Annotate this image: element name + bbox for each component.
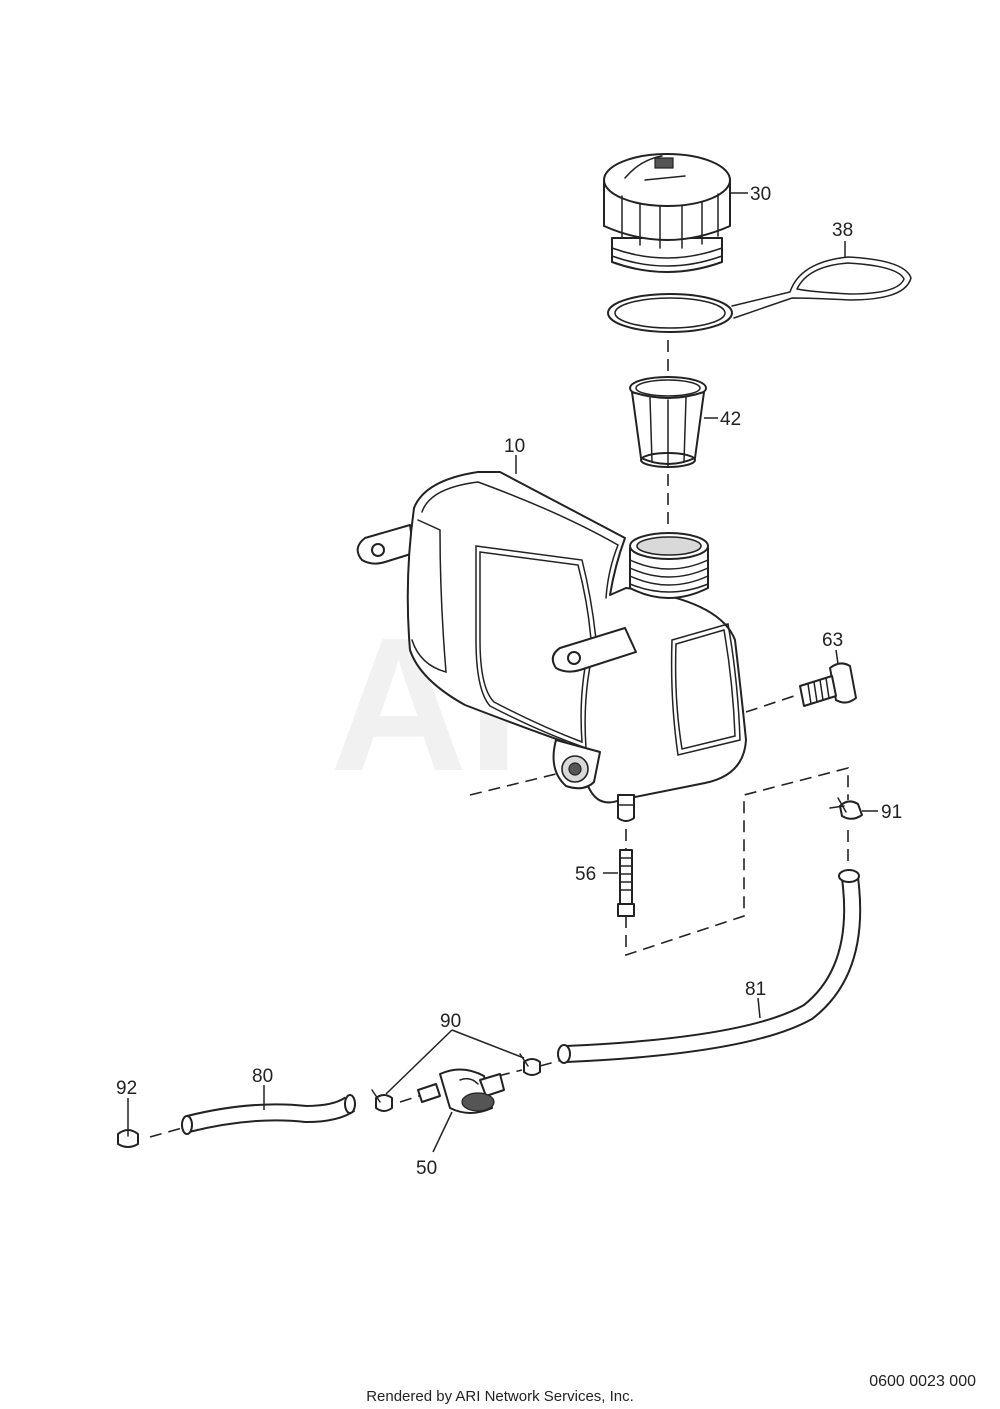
callout-81[interactable]: 81: [745, 979, 766, 1000]
tether-strap-part-38[interactable]: [607, 256, 912, 333]
filter-screen-part-42[interactable]: [629, 376, 707, 468]
callout-90[interactable]: 90: [440, 1011, 461, 1032]
fuel-hose-part-80[interactable]: [181, 1094, 356, 1135]
callout-56[interactable]: 56: [575, 864, 596, 885]
fuel-tank-part-10[interactable]: [356, 471, 747, 822]
clamps-part-90[interactable]: [371, 1053, 541, 1112]
callout-92[interactable]: 92: [116, 1078, 137, 1099]
fuel-cap-part-30[interactable]: [603, 153, 731, 273]
fuel-valve-part-50[interactable]: [417, 1068, 505, 1114]
callout-80[interactable]: 80: [252, 1066, 273, 1087]
callout-91[interactable]: 91: [881, 802, 902, 823]
callout-50[interactable]: 50: [416, 1158, 437, 1179]
assembly-lines: [149, 340, 849, 1138]
clamp-part-92[interactable]: [117, 1125, 139, 1148]
callout-30[interactable]: 30: [750, 184, 771, 205]
fitting-part-56[interactable]: [617, 849, 635, 917]
screw-part-63[interactable]: [799, 662, 857, 707]
callout-63[interactable]: 63: [822, 630, 843, 651]
callout-38[interactable]: 38: [832, 220, 853, 241]
drawing-number: 0600 0023 000: [869, 1373, 976, 1390]
leader-lines: [127, 192, 878, 1153]
callout-42[interactable]: 42: [720, 409, 741, 430]
callouts: 30 38 42 10 63 91 56 81 90 80 92 50: [116, 184, 902, 1179]
fuel-hose-part-81[interactable]: [557, 869, 862, 1064]
callout-10[interactable]: 10: [504, 436, 525, 457]
clamp-part-91[interactable]: [829, 797, 863, 820]
footer-credit: Rendered by ARI Network Services, Inc.: [366, 1388, 634, 1405]
